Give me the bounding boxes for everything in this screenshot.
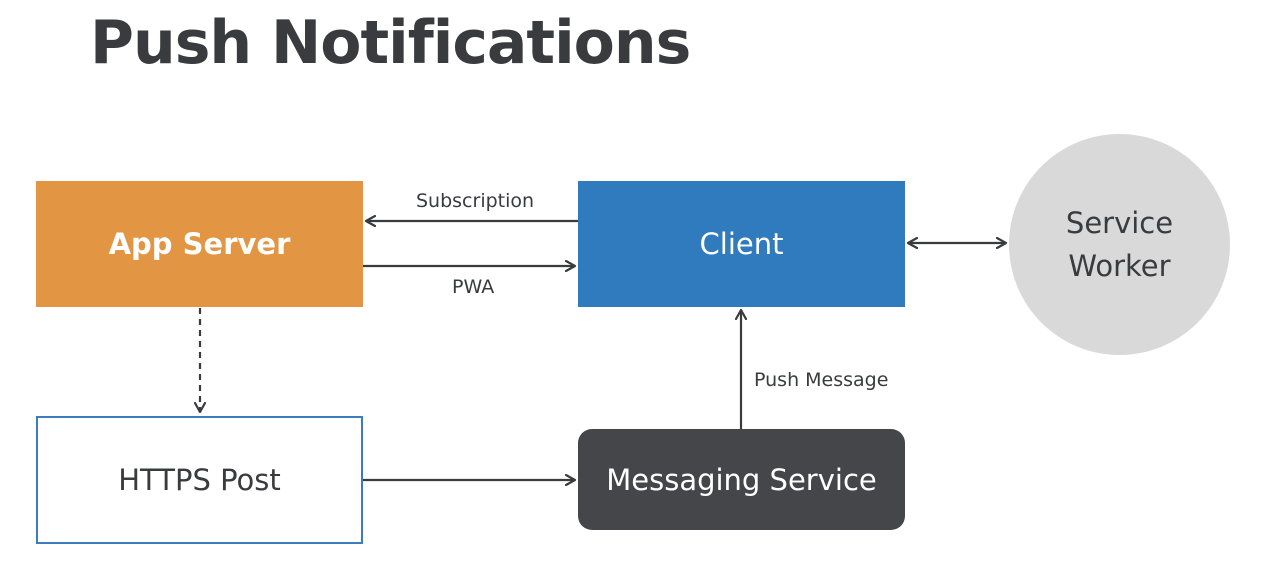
https-post-node: HTTPS Post: [36, 416, 363, 544]
app-server-node: App Server: [36, 181, 363, 307]
client-node: Client: [578, 181, 905, 307]
messaging-service-label: Messaging Service: [606, 462, 877, 497]
service-worker-node: Service Worker: [1009, 134, 1230, 355]
service-worker-label-line2: Worker: [1068, 248, 1171, 283]
app-server-label: App Server: [108, 227, 291, 261]
push-message-label: Push Message: [754, 369, 889, 391]
service-worker-label-line1: Service: [1065, 206, 1174, 241]
client-label: Client: [699, 227, 784, 261]
page-title: Push Notifications: [90, 8, 691, 78]
https-post-label: HTTPS Post: [118, 463, 281, 497]
subscription-label: Subscription: [416, 190, 535, 212]
pwa-label: PWA: [452, 276, 495, 298]
messaging-service-node: Messaging Service: [578, 429, 905, 530]
